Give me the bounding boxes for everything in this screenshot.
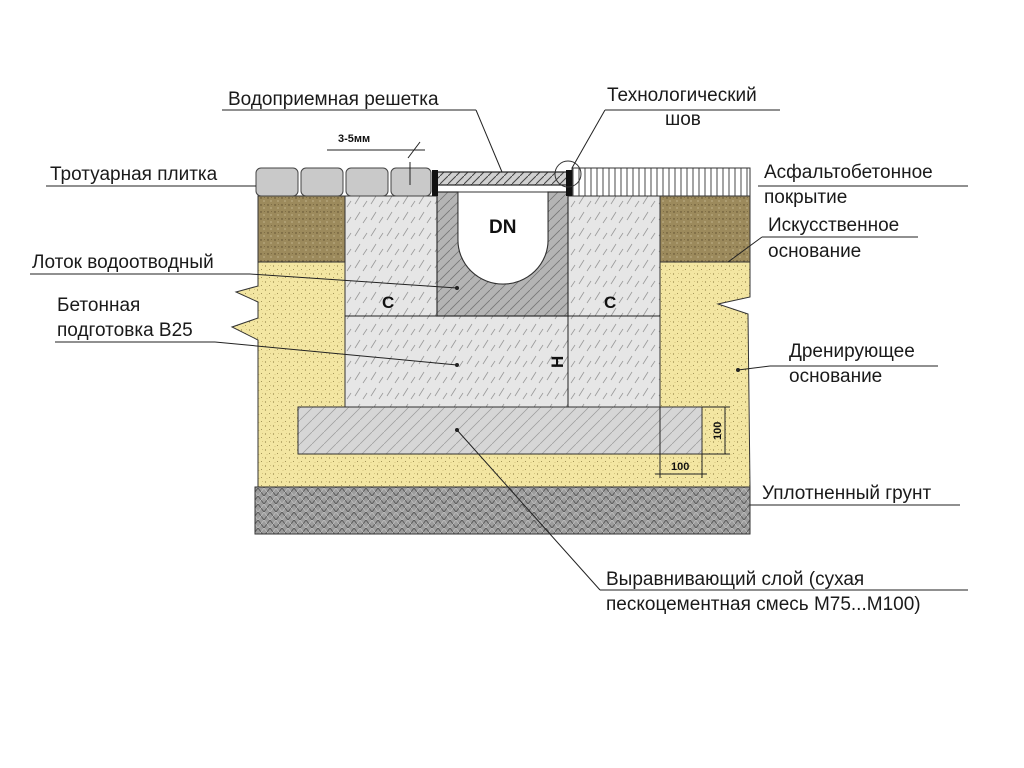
label-asphalt-line1: Асфальтобетонное <box>764 162 933 183</box>
artificial-base-right <box>659 195 751 263</box>
h-label: H <box>548 356 567 368</box>
label-compacted-soil: Уплотненный грунт <box>762 483 932 504</box>
label-tech-seam-line1: Технологический <box>607 85 757 106</box>
label-leveling-line1: Выравнивающий слой (сухая <box>606 569 864 590</box>
c-right-label: C <box>604 293 616 312</box>
label-drainage-line2: основание <box>789 366 882 387</box>
grate <box>436 171 569 186</box>
channel-hollow <box>457 191 549 285</box>
grate-frame-right <box>566 170 572 196</box>
label-paving: Тротуарная плитка <box>50 164 218 185</box>
label-concrete-line2: подготовка В25 <box>57 320 193 341</box>
label-tech-seam-line2: шов <box>665 109 701 130</box>
dim-100-vertical: 100 <box>712 422 724 440</box>
leveling-layer <box>297 406 703 455</box>
artificial-base-left <box>257 195 346 263</box>
dim-100-horizontal: 100 <box>671 461 689 473</box>
compacted-soil-layer <box>254 486 751 535</box>
asphalt-surface <box>571 167 751 197</box>
label-leveling-line2: пескоцементная смесь М75...М100) <box>606 594 921 615</box>
tech-seam-marker <box>554 160 582 188</box>
label-artificial-base-line1: Искусственное <box>768 215 899 236</box>
paving-tiles <box>255 167 432 197</box>
c-left-label: C <box>382 293 394 312</box>
grate-frame-left <box>432 170 438 196</box>
label-concrete-line1: Бетонная <box>57 295 140 316</box>
label-channel: Лоток водоотводный <box>32 252 214 273</box>
label-grate: Водоприемная решетка <box>228 89 439 110</box>
label-drainage-line1: Дренирующее <box>789 341 915 362</box>
label-asphalt-line2: покрытие <box>764 187 847 208</box>
dn-label: DN <box>489 217 516 238</box>
label-artificial-base-line2: основание <box>768 241 861 262</box>
gap-dimension: 3-5мм <box>338 133 370 145</box>
